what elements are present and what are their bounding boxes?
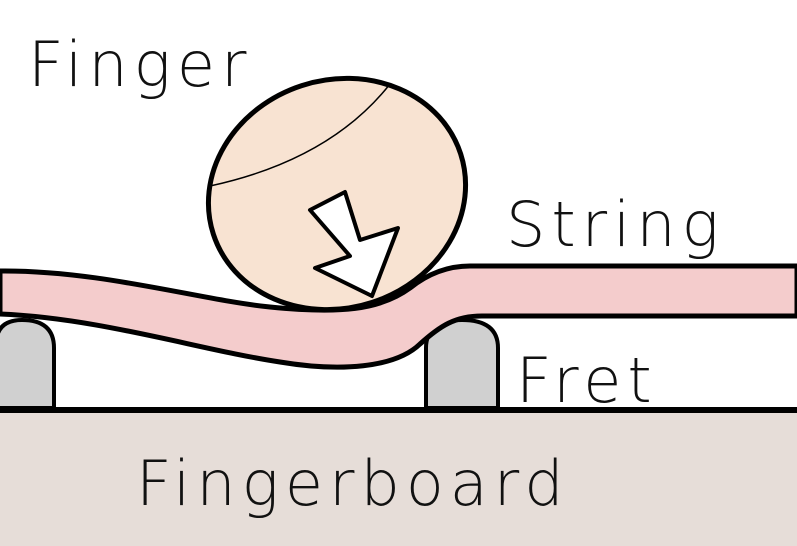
finger-label: Finger [28, 28, 253, 101]
down-arrow-icon [308, 190, 400, 298]
string [0, 263, 797, 370]
fingerboard [0, 410, 797, 546]
string-label: String [506, 188, 725, 261]
fret-label: Fret [516, 344, 658, 417]
fingerboard-label: Fingerboard [136, 447, 570, 520]
fingernail-line [209, 83, 391, 187]
left-fret [0, 317, 56, 410]
